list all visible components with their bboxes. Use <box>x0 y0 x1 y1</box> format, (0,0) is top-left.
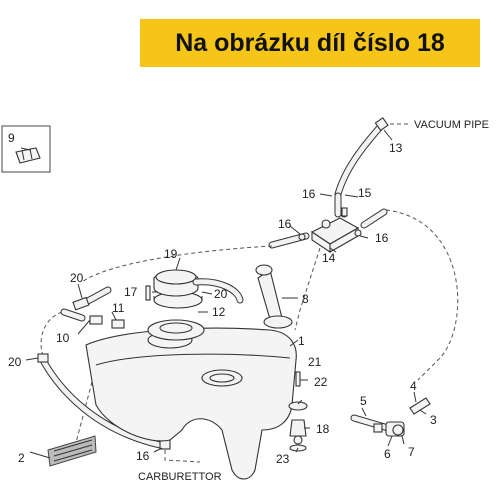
callout-14: 14 <box>322 251 336 265</box>
callout-9: 9 <box>8 131 15 145</box>
callout-19: 23 <box>276 452 290 466</box>
fuel-cap-21 <box>153 269 244 304</box>
callout-4: 4 <box>410 379 417 393</box>
sender-unit-8 <box>255 264 293 329</box>
callout-16-left: 16 <box>278 217 292 231</box>
leader-lines <box>20 129 427 459</box>
callout-20-mid: 20 <box>214 287 228 301</box>
fuel-tank-1 <box>85 327 297 480</box>
callout-10: 10 <box>56 331 70 345</box>
valve-block-14 <box>268 192 388 254</box>
callout-16-bottom: 16 <box>136 449 150 463</box>
filler-neck-12 <box>147 291 205 341</box>
banner-title: Na obrázku díl číslo 18 <box>175 28 445 57</box>
right-fittings <box>350 397 431 437</box>
callout-3: 3 <box>430 413 437 427</box>
part-9-inset <box>1 125 51 173</box>
callout-1: 1 <box>298 334 305 348</box>
callout-17: 17 <box>124 285 138 299</box>
callout-21: 19 <box>164 247 178 261</box>
callout-6: 6 <box>384 447 391 461</box>
callout-11: 11 <box>112 301 125 315</box>
callout-15: 15 <box>358 186 372 200</box>
callout-labels: 9 13 15 16 16 16 14 20 19 17 20 8 11 12 … <box>8 131 437 466</box>
callout-13: 13 <box>389 141 403 155</box>
callout-12: 12 <box>212 305 226 319</box>
callout-22: 21 <box>308 355 322 369</box>
callout-16-top: 16 <box>302 187 316 201</box>
title-banner: Na obrázku díl číslo 18 <box>140 19 480 67</box>
callout-23: 22 <box>314 375 328 389</box>
callout-2: 2 <box>18 451 25 465</box>
pad-2 <box>47 435 97 467</box>
callout-20-top: 20 <box>70 271 84 285</box>
vacuum-hose-13 <box>334 117 410 198</box>
callout-20-left: 20 <box>8 355 22 369</box>
vacuum-pipe-caption: VACUUM PIPE <box>414 119 489 131</box>
callout-5: 5 <box>360 394 367 408</box>
callout-16-right: 16 <box>375 231 389 245</box>
left-fittings <box>37 286 171 450</box>
callout-18: 18 <box>316 422 330 436</box>
callout-7: 7 <box>408 445 415 459</box>
callout-8: 8 <box>302 292 309 306</box>
carburettor-caption: CARBURETTOR <box>138 471 222 483</box>
